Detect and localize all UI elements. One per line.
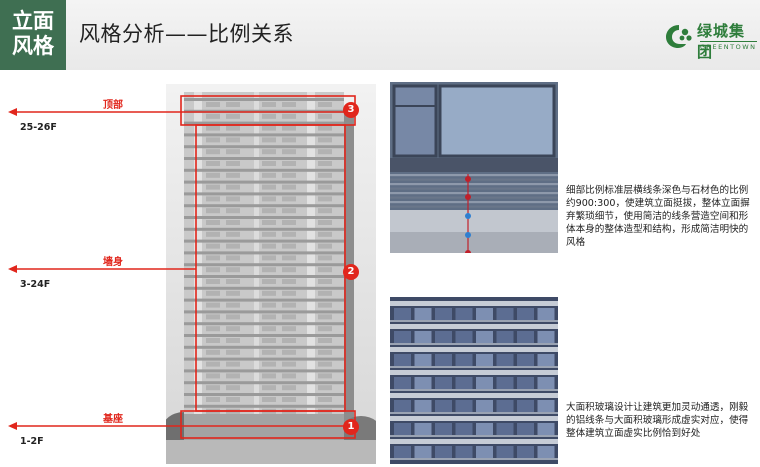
detail-description: 细部比例标准层横线条深色与石材色的比例约900:300，使建筑立面挺拔，整体立面… [566, 185, 750, 248]
marker-2: 2 [343, 264, 359, 280]
floors-wall: 3-24F [20, 279, 51, 290]
greentown-logo-icon [666, 25, 692, 48]
section-tag-line-2: 风格 [12, 34, 54, 58]
section-tag: 立面 风格 [0, 0, 66, 70]
logo-text-cn: 绿城集团 [697, 22, 746, 61]
floors-base: 1-2F [20, 436, 44, 447]
glass-description: 大面积玻璃设计让建筑更加灵动通透，刚毅的铝线条与大面积玻璃形成虚实对应，使得整体… [566, 402, 749, 439]
facade-detail-photo [390, 82, 558, 253]
section-tag-line-1: 立面 [12, 9, 54, 33]
logo-text-en: GREENTOWN [700, 41, 757, 51]
glass-facade-photo [390, 297, 558, 464]
marker-3: 3 [343, 102, 359, 118]
header-bar [0, 0, 760, 70]
floors-top: 25-26F [20, 122, 57, 133]
label-base: 基座 [103, 414, 123, 425]
label-top: 顶部 [103, 100, 123, 111]
marker-1: 1 [343, 419, 359, 435]
label-wall: 墙身 [103, 257, 123, 268]
page-title: 风格分析——比例关系 [79, 22, 294, 46]
